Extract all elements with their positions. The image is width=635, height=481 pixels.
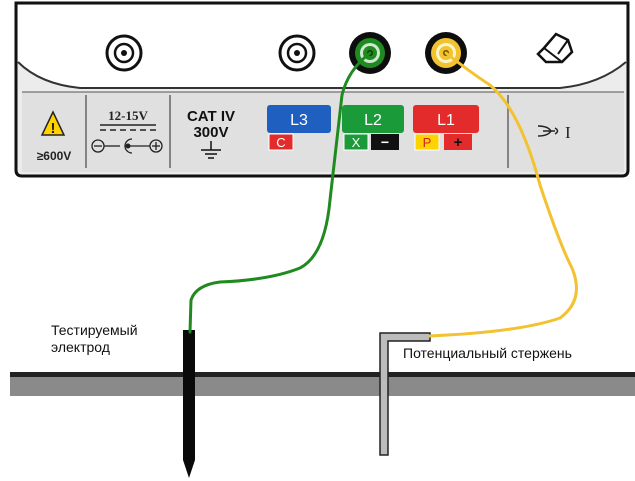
test-electrode-rod <box>183 330 195 478</box>
polarity-icon <box>91 138 163 154</box>
dc-input-section: 12-15V <box>91 108 163 154</box>
instrument-panel <box>14 1 630 178</box>
warning-exclamation-icon: ! <box>51 120 56 137</box>
pentagon-rotation-icon <box>536 32 574 64</box>
clamp-section: I <box>537 123 571 142</box>
test-electrode-label: Тестируемый электрод <box>51 322 138 356</box>
l3-sub-c: C <box>276 135 285 150</box>
potential-rod <box>379 332 431 456</box>
clamp-i-label: I <box>565 123 571 142</box>
jack-left <box>105 34 143 72</box>
l1-sub-p: P <box>423 135 432 150</box>
warning-section: ! ≥600V <box>37 110 72 163</box>
l3-label: L3 <box>290 112 308 129</box>
l2-sub-x: X <box>352 135 361 150</box>
terminal-label-l1: L1 P + <box>413 105 479 151</box>
cat-rating: CAT IV <box>187 108 235 125</box>
l2-label: L2 <box>364 112 382 129</box>
cat-voltage: 300V <box>193 124 228 141</box>
dc-range-label: 12-15V <box>108 108 148 123</box>
ground-surface <box>10 372 635 396</box>
l2-sub-minus: − <box>381 134 389 150</box>
jack-l3 <box>278 34 316 72</box>
yellow-lead-wire <box>428 51 578 338</box>
test-electrode-label-line1: Тестируемый <box>51 322 138 338</box>
warning-voltage: ≥600V <box>37 149 72 163</box>
l1-label: L1 <box>437 112 455 129</box>
test-electrode-label-line2: электрод <box>51 339 110 355</box>
terminal-label-l2: L2 X − <box>342 105 404 151</box>
green-lead-wire <box>188 51 372 334</box>
potential-rod-label: Потенциальный стержень <box>403 345 572 361</box>
terminal-label-l3: L3 C <box>267 105 331 151</box>
cat-rating-section: CAT IV 300V <box>187 108 235 159</box>
warning-triangle-icon <box>40 110 66 136</box>
ground-symbol-icon <box>201 141 221 159</box>
l1-sub-plus: + <box>454 134 463 151</box>
